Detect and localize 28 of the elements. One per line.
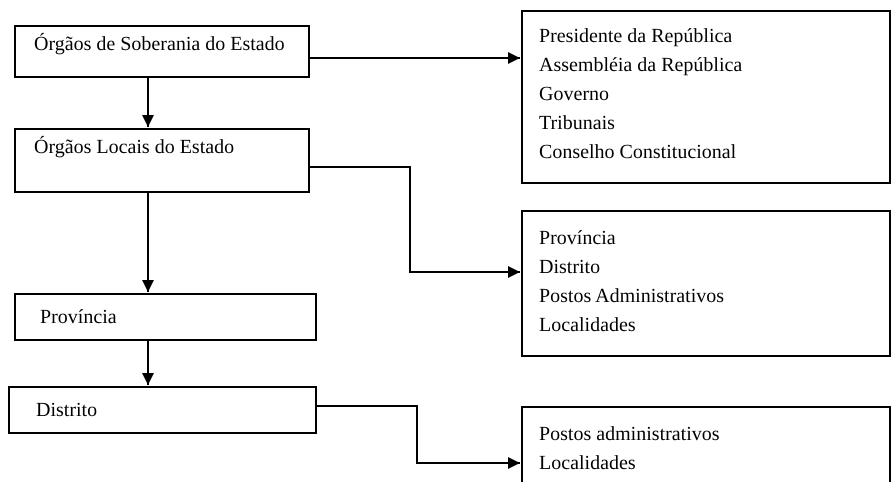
text-box (521, 10, 891, 184)
box-text: Conselho Constitucional (539, 140, 738, 165)
text-box (521, 210, 891, 357)
text-box (14, 25, 310, 78)
box-text: Presidente da República (539, 24, 734, 49)
box-text: Distrito (36, 398, 98, 423)
box-text: Província (539, 226, 617, 251)
box-text: Província (40, 305, 118, 330)
arrow (142, 341, 154, 385)
box-text: Localidades (539, 313, 637, 338)
arrow (310, 52, 520, 64)
box-text: Governo (539, 82, 610, 107)
box-text: Postos Administrativos (539, 284, 726, 309)
text-box (14, 293, 317, 341)
box-text: Tribunais (539, 111, 616, 136)
arrow (142, 193, 154, 292)
box-text: Distrito (539, 255, 602, 280)
box-text: Assembléia da República (539, 53, 744, 78)
box-text: Órgãos Locais do Estado (34, 134, 236, 160)
text-box (14, 128, 310, 193)
text-box (521, 406, 891, 482)
arrow (142, 78, 154, 127)
arrow (317, 405, 520, 469)
box-text: Postos administrativos (539, 422, 721, 447)
box-text: Órgãos de Soberania do Estado (34, 32, 286, 57)
text-box (8, 386, 317, 434)
box-text: Localidades (539, 451, 637, 476)
arrow (310, 166, 520, 278)
